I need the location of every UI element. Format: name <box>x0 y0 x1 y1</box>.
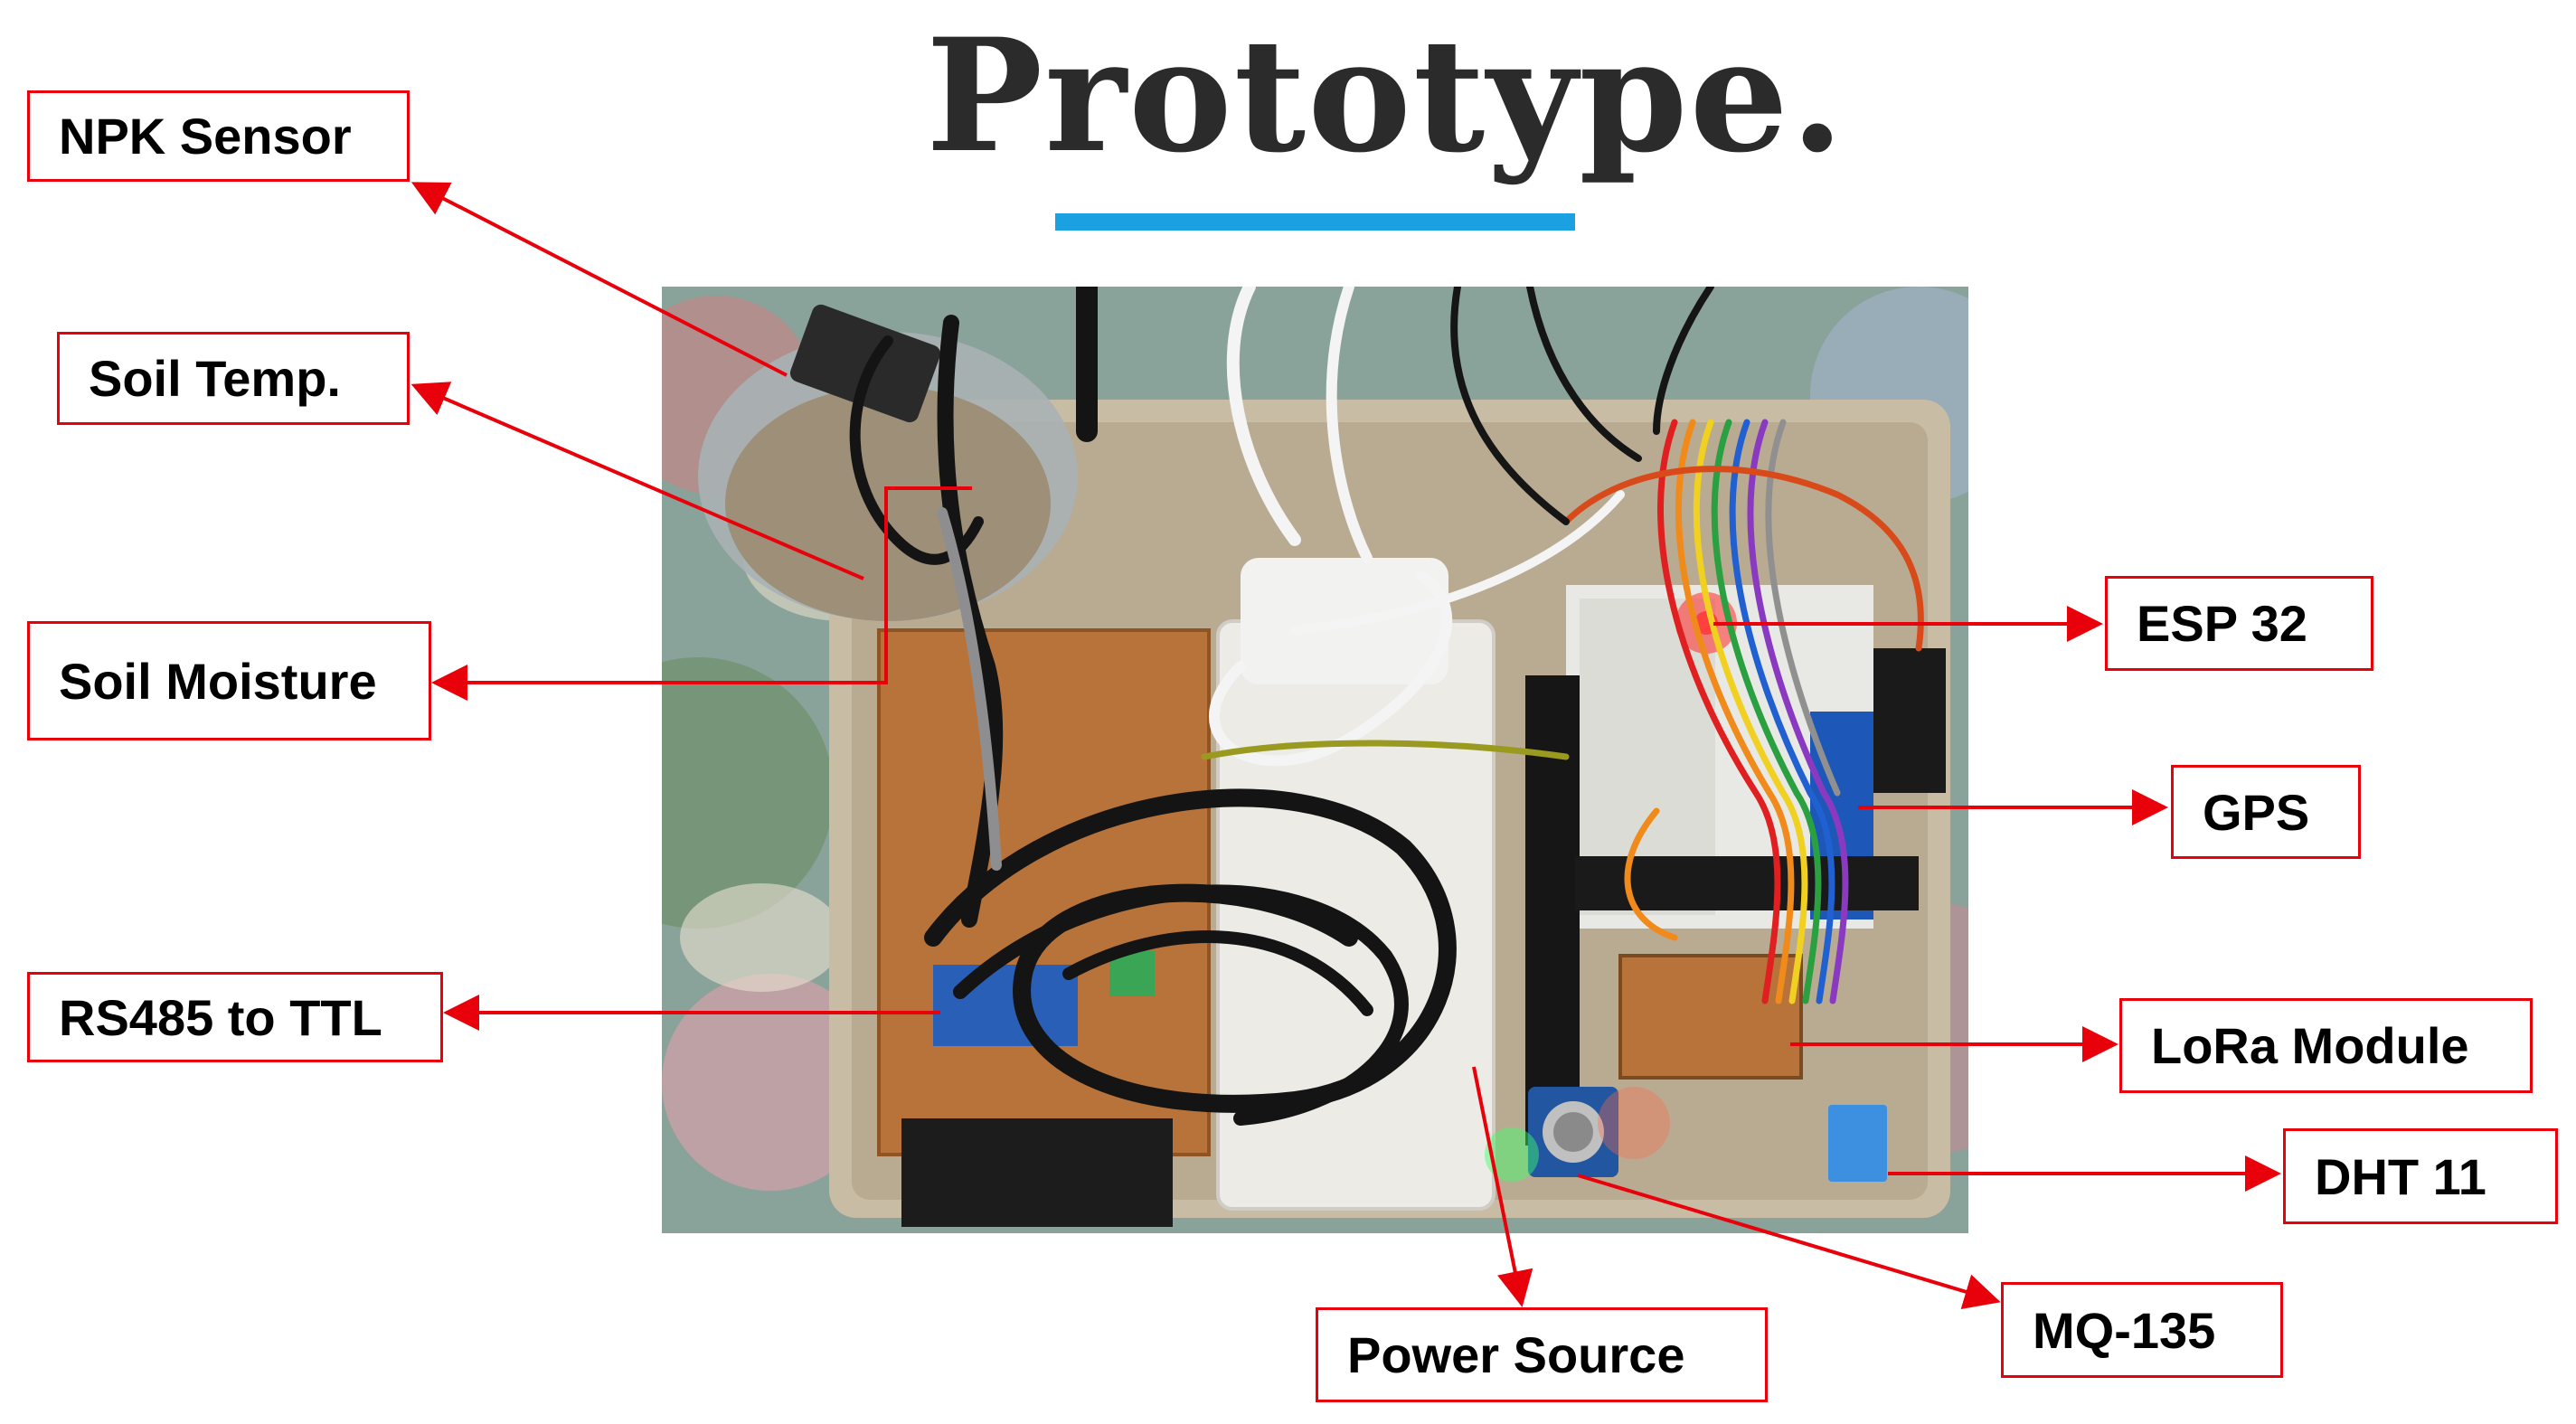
label-soil-temp: Soil Temp. <box>57 332 410 425</box>
page-title: Prototype. <box>926 4 1846 187</box>
label-mq135: MQ-135 <box>2001 1282 2283 1378</box>
prototype-hardware-photo-icon <box>662 287 1968 1233</box>
title-underline <box>1055 213 1575 231</box>
label-gps: GPS <box>2171 765 2361 859</box>
label-rs485-to-ttl: RS485 to TTL <box>27 972 443 1062</box>
label-npk-sensor: NPK Sensor <box>27 90 410 182</box>
label-power-source: Power Source <box>1316 1307 1768 1402</box>
label-esp32: ESP 32 <box>2105 576 2373 671</box>
prototype-photo <box>662 287 1968 1233</box>
label-lora-module: LoRa Module <box>2119 998 2533 1093</box>
label-dht11: DHT 11 <box>2283 1128 2558 1224</box>
label-soil-moisture: Soil Moisture <box>27 621 431 740</box>
